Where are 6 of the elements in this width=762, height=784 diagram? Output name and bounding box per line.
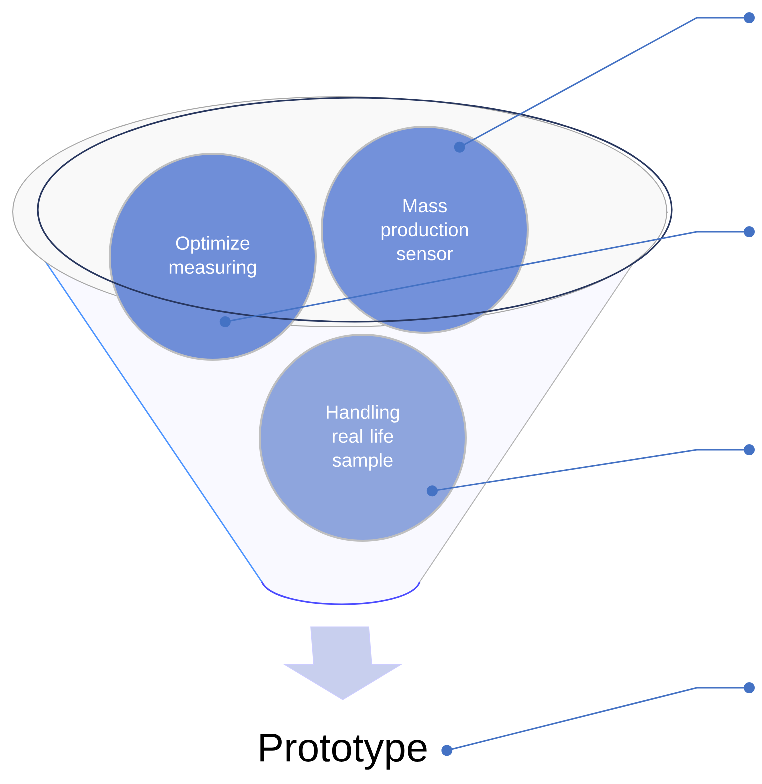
block-arrow <box>284 626 402 700</box>
result-label: Prototype <box>260 734 427 770</box>
leader-line <box>454 12 755 153</box>
leader-line <box>220 226 755 328</box>
leader-line <box>426 444 755 497</box>
leader-line <box>442 682 755 756</box>
